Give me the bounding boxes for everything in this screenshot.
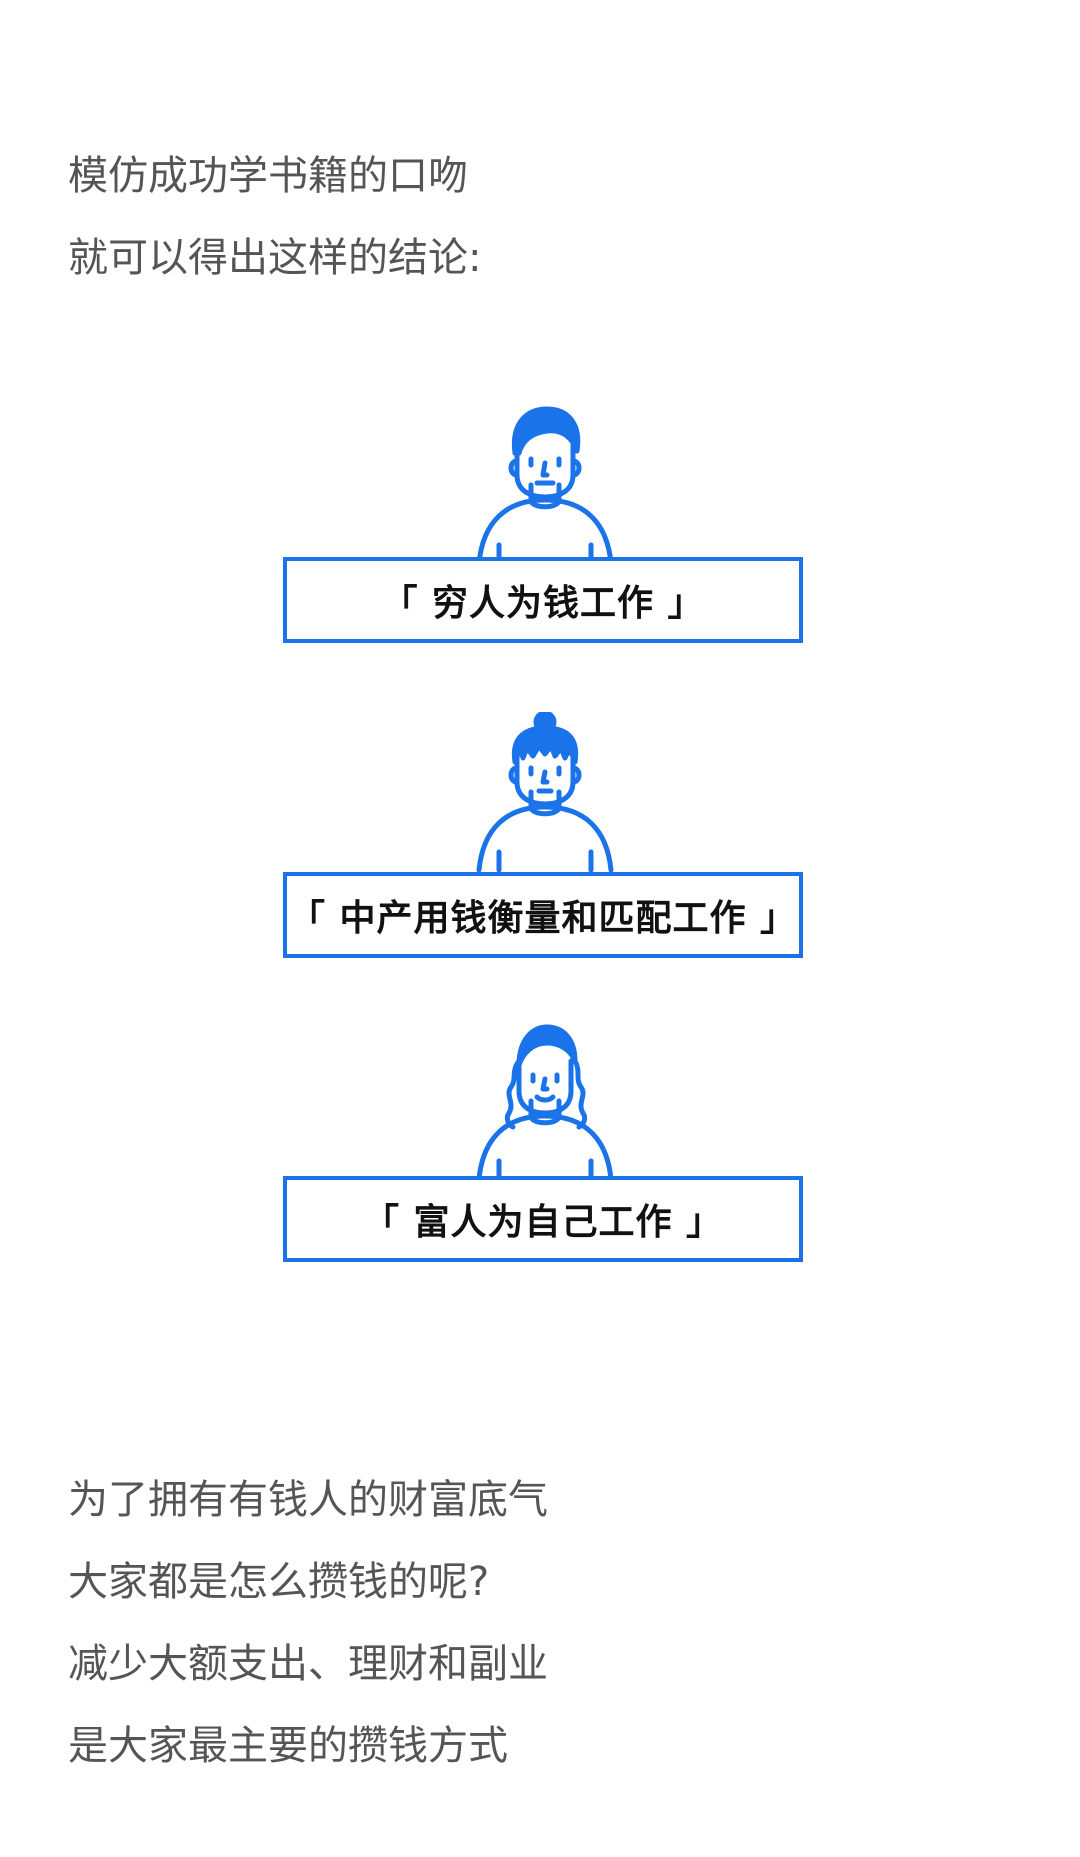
caption-box-poor: 「 穷人为钱工作 」 bbox=[283, 557, 803, 643]
caption-box-rich: 「 富人为自己工作 」 bbox=[283, 1176, 803, 1262]
caption-box-middle: 「 中产用钱衡量和匹配工作 」 bbox=[283, 872, 803, 958]
bun-hair-woman-icon bbox=[476, 712, 614, 872]
caption-rich: 「 富人为自己工作 」 bbox=[362, 1202, 724, 1243]
outro-line-3: 减少大额支出、理财和副业 bbox=[68, 1641, 548, 1687]
long-wavy-hair-person-icon bbox=[476, 1024, 614, 1181]
outro-line-2: 大家都是怎么攒钱的呢? bbox=[68, 1559, 490, 1605]
caption-poor: 「 穷人为钱工作 」 bbox=[381, 583, 705, 624]
intro-paragraph: 模仿成功学书籍的口吻 就可以得出这样的结论: bbox=[68, 135, 481, 299]
intro-line-1: 模仿成功学书籍的口吻 bbox=[68, 153, 468, 199]
outro-line-1: 为了拥有有钱人的财富底气 bbox=[68, 1477, 548, 1523]
short-hair-man-icon bbox=[476, 406, 614, 565]
outro-line-4: 是大家最主要的攒钱方式 bbox=[68, 1723, 508, 1769]
intro-line-2: 就可以得出这样的结论: bbox=[68, 235, 482, 281]
outro-paragraph: 为了拥有有钱人的财富底气 大家都是怎么攒钱的呢? 减少大额支出、理财和副业 是大… bbox=[68, 1459, 548, 1787]
caption-middle: 「 中产用钱衡量和匹配工作 」 bbox=[288, 898, 798, 939]
